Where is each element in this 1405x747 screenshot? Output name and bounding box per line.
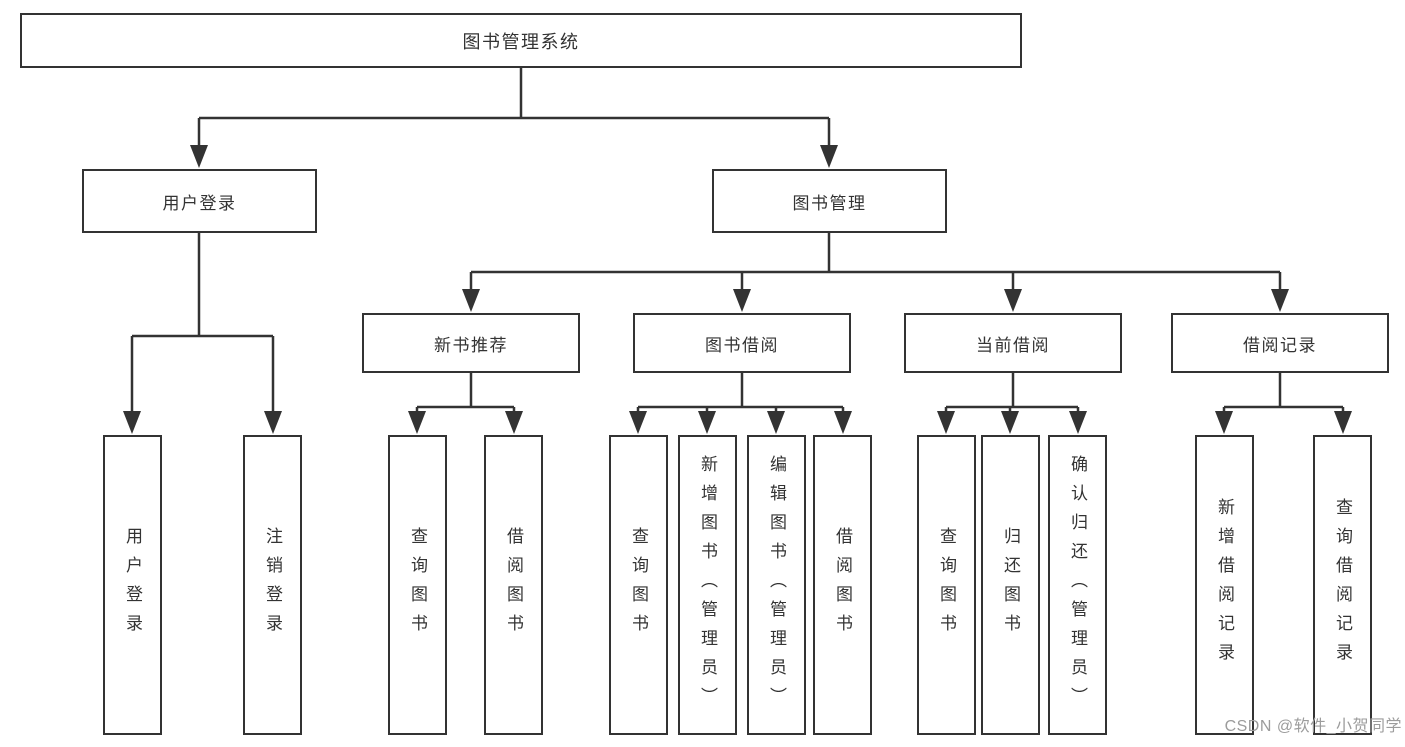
- leaf-edit-books-admin: 编辑图书（管理员）: [747, 435, 806, 735]
- leaf-query-books-borrow-label: 查询图书: [629, 527, 648, 643]
- leaf-borrow-books-label: 借阅图书: [833, 527, 852, 643]
- leaf-query-books-borrow: 查询图书: [609, 435, 668, 735]
- leaf-query-borrow-record: 查询借阅记录: [1313, 435, 1372, 735]
- leaf-confirm-return-admin-label: 确认归还（管理员）: [1068, 454, 1087, 716]
- node-new-book-recommend: 新书推荐: [362, 313, 580, 373]
- leaf-add-books-admin-label: 新增图书（管理员）: [698, 454, 717, 716]
- node-current-borrow: 当前借阅: [904, 313, 1122, 373]
- leaf-query-books-recommend-label: 查询图书: [408, 527, 427, 643]
- leaf-edit-books-admin-label: 编辑图书（管理员）: [767, 454, 786, 716]
- leaf-return-books: 归还图书: [981, 435, 1040, 735]
- leaf-query-borrow-record-label: 查询借阅记录: [1333, 498, 1352, 672]
- connector-bookmgmt-to-level3: [462, 233, 1289, 312]
- leaf-borrow-books: 借阅图书: [813, 435, 872, 735]
- node-borrow-records: 借阅记录: [1171, 313, 1389, 373]
- connector-currentborrow-group: [937, 373, 1087, 434]
- leaf-logout-label: 注销登录: [263, 527, 282, 643]
- leaf-query-books-current-label: 查询图书: [937, 527, 956, 643]
- leaf-query-books-recommend: 查询图书: [388, 435, 447, 735]
- leaf-borrow-books-recommend-label: 借阅图书: [504, 527, 523, 643]
- leaf-add-borrow-record-label: 新增借阅记录: [1215, 498, 1234, 672]
- node-book-management: 图书管理: [712, 169, 947, 233]
- leaf-return-books-label: 归还图书: [1001, 527, 1020, 643]
- connector-records-group: [1215, 373, 1352, 434]
- connector-bookborrow-group: [629, 373, 852, 434]
- connector-newbooks-group: [408, 373, 523, 434]
- connector-root-to-level2: [190, 68, 838, 168]
- node-book-borrow: 图书借阅: [633, 313, 851, 373]
- connector-userlogin-group: [123, 233, 282, 434]
- leaf-add-borrow-record: 新增借阅记录: [1195, 435, 1254, 735]
- leaf-borrow-books-recommend: 借阅图书: [484, 435, 543, 735]
- csdn-watermark: CSDN @软件_小贺同学: [1224, 718, 1402, 735]
- leaf-user-login: 用户登录: [103, 435, 162, 735]
- node-library-management-system: 图书管理系统: [20, 13, 1022, 68]
- leaf-logout: 注销登录: [243, 435, 302, 735]
- leaf-query-books-current: 查询图书: [917, 435, 976, 735]
- node-user-login: 用户登录: [82, 169, 317, 233]
- leaf-user-login-label: 用户登录: [123, 527, 142, 643]
- leaf-confirm-return-admin: 确认归还（管理员）: [1048, 435, 1107, 735]
- leaf-add-books-admin: 新增图书（管理员）: [678, 435, 737, 735]
